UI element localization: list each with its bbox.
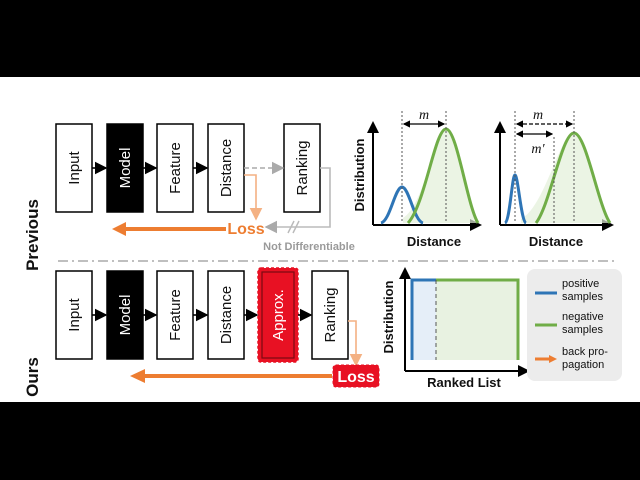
row-label-previous: Previous: [23, 199, 42, 271]
ours-approx-box: [261, 271, 295, 359]
legend-backprop-arrowhead: [549, 355, 557, 363]
previous-plot-left: Distribution Distance m: [352, 108, 482, 249]
ours-distance-box: [207, 270, 245, 360]
prev-feature-label: Feature: [167, 142, 184, 194]
break-mark-2: [292, 220, 300, 234]
prev-input-box: [55, 123, 93, 213]
ours-ranking-box: [311, 270, 349, 360]
prev-ranking-to-loss-arrow: [264, 167, 331, 234]
plot3-negative-step: [436, 278, 520, 360]
plot3-xlabel: Ranked List: [427, 375, 501, 390]
prev-model-label: Model: [117, 148, 134, 189]
plot2-xlabel: Distance: [529, 234, 583, 249]
ours-input-label: Input: [66, 297, 83, 331]
prev-distance-to-loss-arrow: [244, 174, 263, 221]
ours-ranking-to-loss-arrow: [348, 320, 363, 367]
figure-panel: Previous Ours Input Model Feature Distan…: [0, 77, 640, 402]
ours-approx-label: Approx.: [270, 289, 287, 341]
plot1-xlabel: Distance: [407, 234, 461, 249]
plot3-negative-fill: [436, 280, 518, 360]
ours-model-label: Model: [117, 295, 134, 336]
legend-negative-line1: negative: [562, 311, 604, 323]
prev-loss-label: Loss: [227, 221, 264, 238]
ours-pipeline: Input Model Feature Distance Approx. Ran…: [55, 267, 380, 388]
legend-backprop-line2: pagation: [562, 359, 604, 371]
ours-distance-label: Distance: [218, 286, 235, 344]
row-label-ours: Ours: [23, 357, 42, 397]
break-mark-1: [287, 220, 295, 234]
prev-ranking-label: Ranking: [294, 140, 311, 195]
plot3-positive-fill: [412, 280, 436, 360]
previous-pipeline: Input Model Feature Distance Ranking Los…: [55, 123, 355, 253]
ours-plot: Distribution Ranked List: [381, 267, 530, 390]
plot3-positive-step: [410, 278, 436, 360]
legend-backprop-line1: back pro-: [562, 346, 608, 358]
not-differentiable-label: Not Differentiable: [263, 241, 355, 253]
plot3-ylabel: Distribution: [381, 280, 396, 353]
legend-positive-line1: positive: [562, 278, 599, 290]
prev-ranking-box: [283, 123, 321, 213]
prev-feature-box: [156, 123, 194, 213]
ours-feature-label: Feature: [167, 289, 184, 341]
ours-ranking-label: Ranking: [322, 287, 339, 342]
plot2-margin-label: m: [533, 108, 543, 123]
prev-model-box: [106, 123, 144, 213]
prev-backprop-head: [112, 222, 126, 236]
legend-positive-line2: samples: [562, 291, 603, 303]
previous-plot-right: Distance m m′: [494, 108, 614, 249]
plot1-margin-label: m: [419, 108, 429, 123]
ours-loss-label: Loss: [337, 369, 374, 386]
ours-backprop-head: [130, 369, 145, 383]
legend: positive samples negative samples back p…: [527, 269, 622, 381]
plot2-margin-prime-label: m′: [531, 142, 545, 157]
legend-box: [527, 269, 622, 381]
ours-loss-badge: [332, 364, 380, 388]
prev-input-label: Input: [66, 150, 83, 184]
prev-distance-label: Distance: [218, 139, 235, 197]
legend-negative-line2: samples: [562, 324, 603, 336]
plot1-negative-fill: [403, 129, 478, 223]
plot1-ylabel: Distribution: [352, 138, 367, 211]
